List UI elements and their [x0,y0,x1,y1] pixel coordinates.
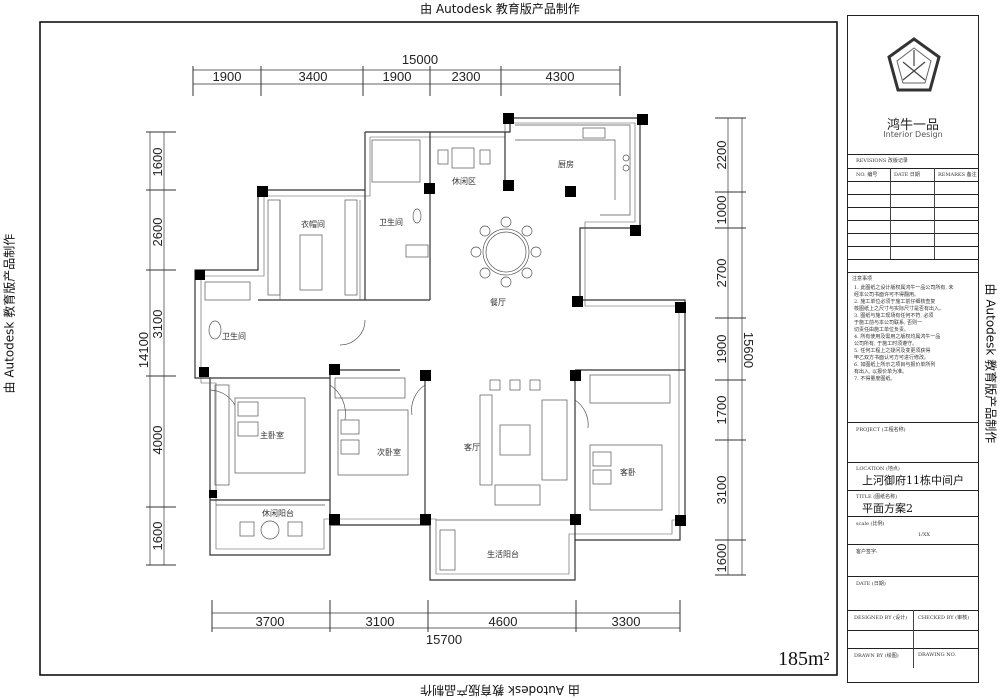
note-line: 于施工前与本公司联系, 否则一 [854,320,923,326]
brand-name: 鸿牛一品 [886,118,939,133]
room-label-guest: 客卧 [620,467,636,477]
dim-bottom-3: 4600 [489,614,518,629]
room-label-cloakroom: 衣帽间 [301,219,325,229]
title-block: 鸿牛一品 Interior Design REVISIONS 改版记录 NO. … [847,15,979,683]
revisions-header: REVISIONS 改版记录 [848,154,978,165]
client-section: 客户签字: [848,544,978,571]
dim-top-3: 1900 [383,69,412,84]
designed-label: DESIGNED BY (设计) [854,615,908,621]
drawing-frame [39,21,838,676]
dim-right-3: 2700 [714,259,729,288]
title-label: TITLE (图纸名称) [856,494,898,500]
room-label-bath1: 卫生间 [379,217,403,227]
note-line: 公司所有, 于施工时须遵守。 [854,341,918,347]
room-label-leisure: 休闲区 [452,176,476,186]
left-dimensions: 1600 2600 3100 4000 1600 14100 [136,131,176,566]
bottom-dimensions: 3700 3100 4600 3300 15700 [211,600,681,647]
dim-bottom-total: 15700 [426,632,462,647]
rev-col-no: NO. 编号 [856,172,878,178]
dim-left-total: 14100 [136,332,151,368]
dim-top-1: 1900 [213,69,242,84]
room-labels: 衣帽间 休闲区 厨房 卫生间 卫生间 餐厅 主卧室 次卧室 客厅 客卧 休闲阳台… [222,159,636,559]
notes-title: 注意事项 [852,276,873,282]
dim-right-5: 1700 [714,396,729,425]
note-line: 4. 所有使用及需用之版权均属鸿牛一品 [854,334,941,340]
dim-bottom-1: 3700 [256,614,285,629]
brand-subtitle: Interior Design [883,130,943,139]
dim-left-4: 4000 [150,426,165,455]
rev-col-date: DATE 日期 [894,172,920,178]
revisions-columns: NO. 编号 DATE 日期 REMARKS 备注 [848,168,978,179]
top-dimensions: 15000 1900 3400 1900 2300 4300 [192,52,621,96]
rev-col-remarks: REMARKS 备注 [938,172,977,178]
dim-bottom-4: 3300 [612,614,641,629]
note-line: 2. 施工单位必须于施工前仔细核查复 [854,299,936,305]
client-label: 客户签字: [856,549,878,555]
dim-right-6: 3100 [714,476,729,505]
note-line: 5. 任何工程上之疑问及变更须获得 [854,348,931,354]
room-label-bath2: 卫生间 [222,331,246,341]
note-line: 3. 图纸与施工现场有任何不符, 必须 [854,313,934,319]
location-label: LOCATION (地点) [856,466,900,472]
watermark-top: 由 Autodesk 教育版产品制作 [420,2,580,16]
note-line: 6. 如图纸上所示之项目与报价单所列 [854,362,936,368]
dim-top-total: 15000 [402,52,438,67]
dim-left-3: 3100 [150,310,165,339]
location-section: LOCATION (地点) 上河御府11栋中间户 [848,462,978,491]
note-line: 经本公司书面许可不得翻用。 [854,292,920,298]
room-label-second: 次卧室 [377,447,401,457]
furniture [204,124,671,571]
scale-section: scale (比例) 1/XX [848,516,978,545]
date-section: DATE (日期) [848,576,978,605]
room-label-balcony1: 休闲阳台 [262,508,294,518]
title-value: 平面方案2 [862,502,913,515]
room-label-balcony2: 生活阳台 [487,549,519,559]
dim-top-2: 3400 [299,69,328,84]
drawing-no-label: DRAWING NO. [918,652,957,658]
columns [195,113,686,526]
project-label: PROJECT (工程名称) [856,427,906,433]
note-line: 7. 不得量度图纸。 [854,376,896,382]
dim-right-2: 1000 [714,196,729,225]
dim-top-4: 2300 [452,69,481,84]
scale-value: 1/XX [918,532,930,538]
room-label-master: 主卧室 [260,430,284,440]
date-label: DATE (日期) [856,581,886,587]
notes-list: 1. 此图纸之设计版权属鸿牛一品公司所有, 未 经本公司书面许可不得翻用。 2.… [854,285,974,383]
dim-right-1: 2200 [714,141,729,170]
notes-section: 注意事项 1. 此图纸之设计版权属鸿牛一品公司所有, 未 经本公司书面许可不得翻… [848,272,978,423]
dim-right-7: 1600 [714,544,729,573]
drawn-label: DRAWN BY (绘图) [854,653,899,659]
dim-top-5: 4300 [546,69,575,84]
note-line: 有出入, 以报价单为准。 [854,369,908,375]
note-line: 核图纸上之尺寸与实际尺寸是否有出入。 [854,306,945,312]
checked-label: CHECKED BY (审核) [918,615,970,621]
dim-bottom-2: 3100 [366,614,395,629]
scale-label: scale (比例) [856,521,885,527]
note-line: 切责任由施工单位负责。 [854,327,910,333]
location-value: 上河御府11栋中间户 [862,474,964,487]
area-label: 185m² [778,648,830,670]
room-label-living: 客厅 [464,442,480,452]
logo-pentagon-icon [887,37,941,92]
right-dimensions: 2200 1000 2700 1900 1700 3100 1600 15600 [714,117,756,576]
dim-right-4: 1900 [714,335,729,364]
title-section: TITLE (图纸名称) 平面方案2 [848,490,978,517]
room-label-dining: 餐厅 [490,298,506,307]
dim-left-5: 1600 [150,522,165,551]
revisions-label: REVISIONS 改版记录 [856,158,908,164]
room-label-kitchen: 厨房 [558,159,574,169]
note-line: 甲乙双方书面认可方可进行修改。 [854,355,930,361]
dim-right-total: 15600 [741,332,756,368]
project-section: PROJECT (工程名称) [848,422,978,463]
dim-left-2: 2600 [150,218,165,247]
note-line: 1. 此图纸之设计版权属鸿牛一品公司所有, 未 [854,285,954,291]
dim-left-1: 1600 [150,148,165,177]
